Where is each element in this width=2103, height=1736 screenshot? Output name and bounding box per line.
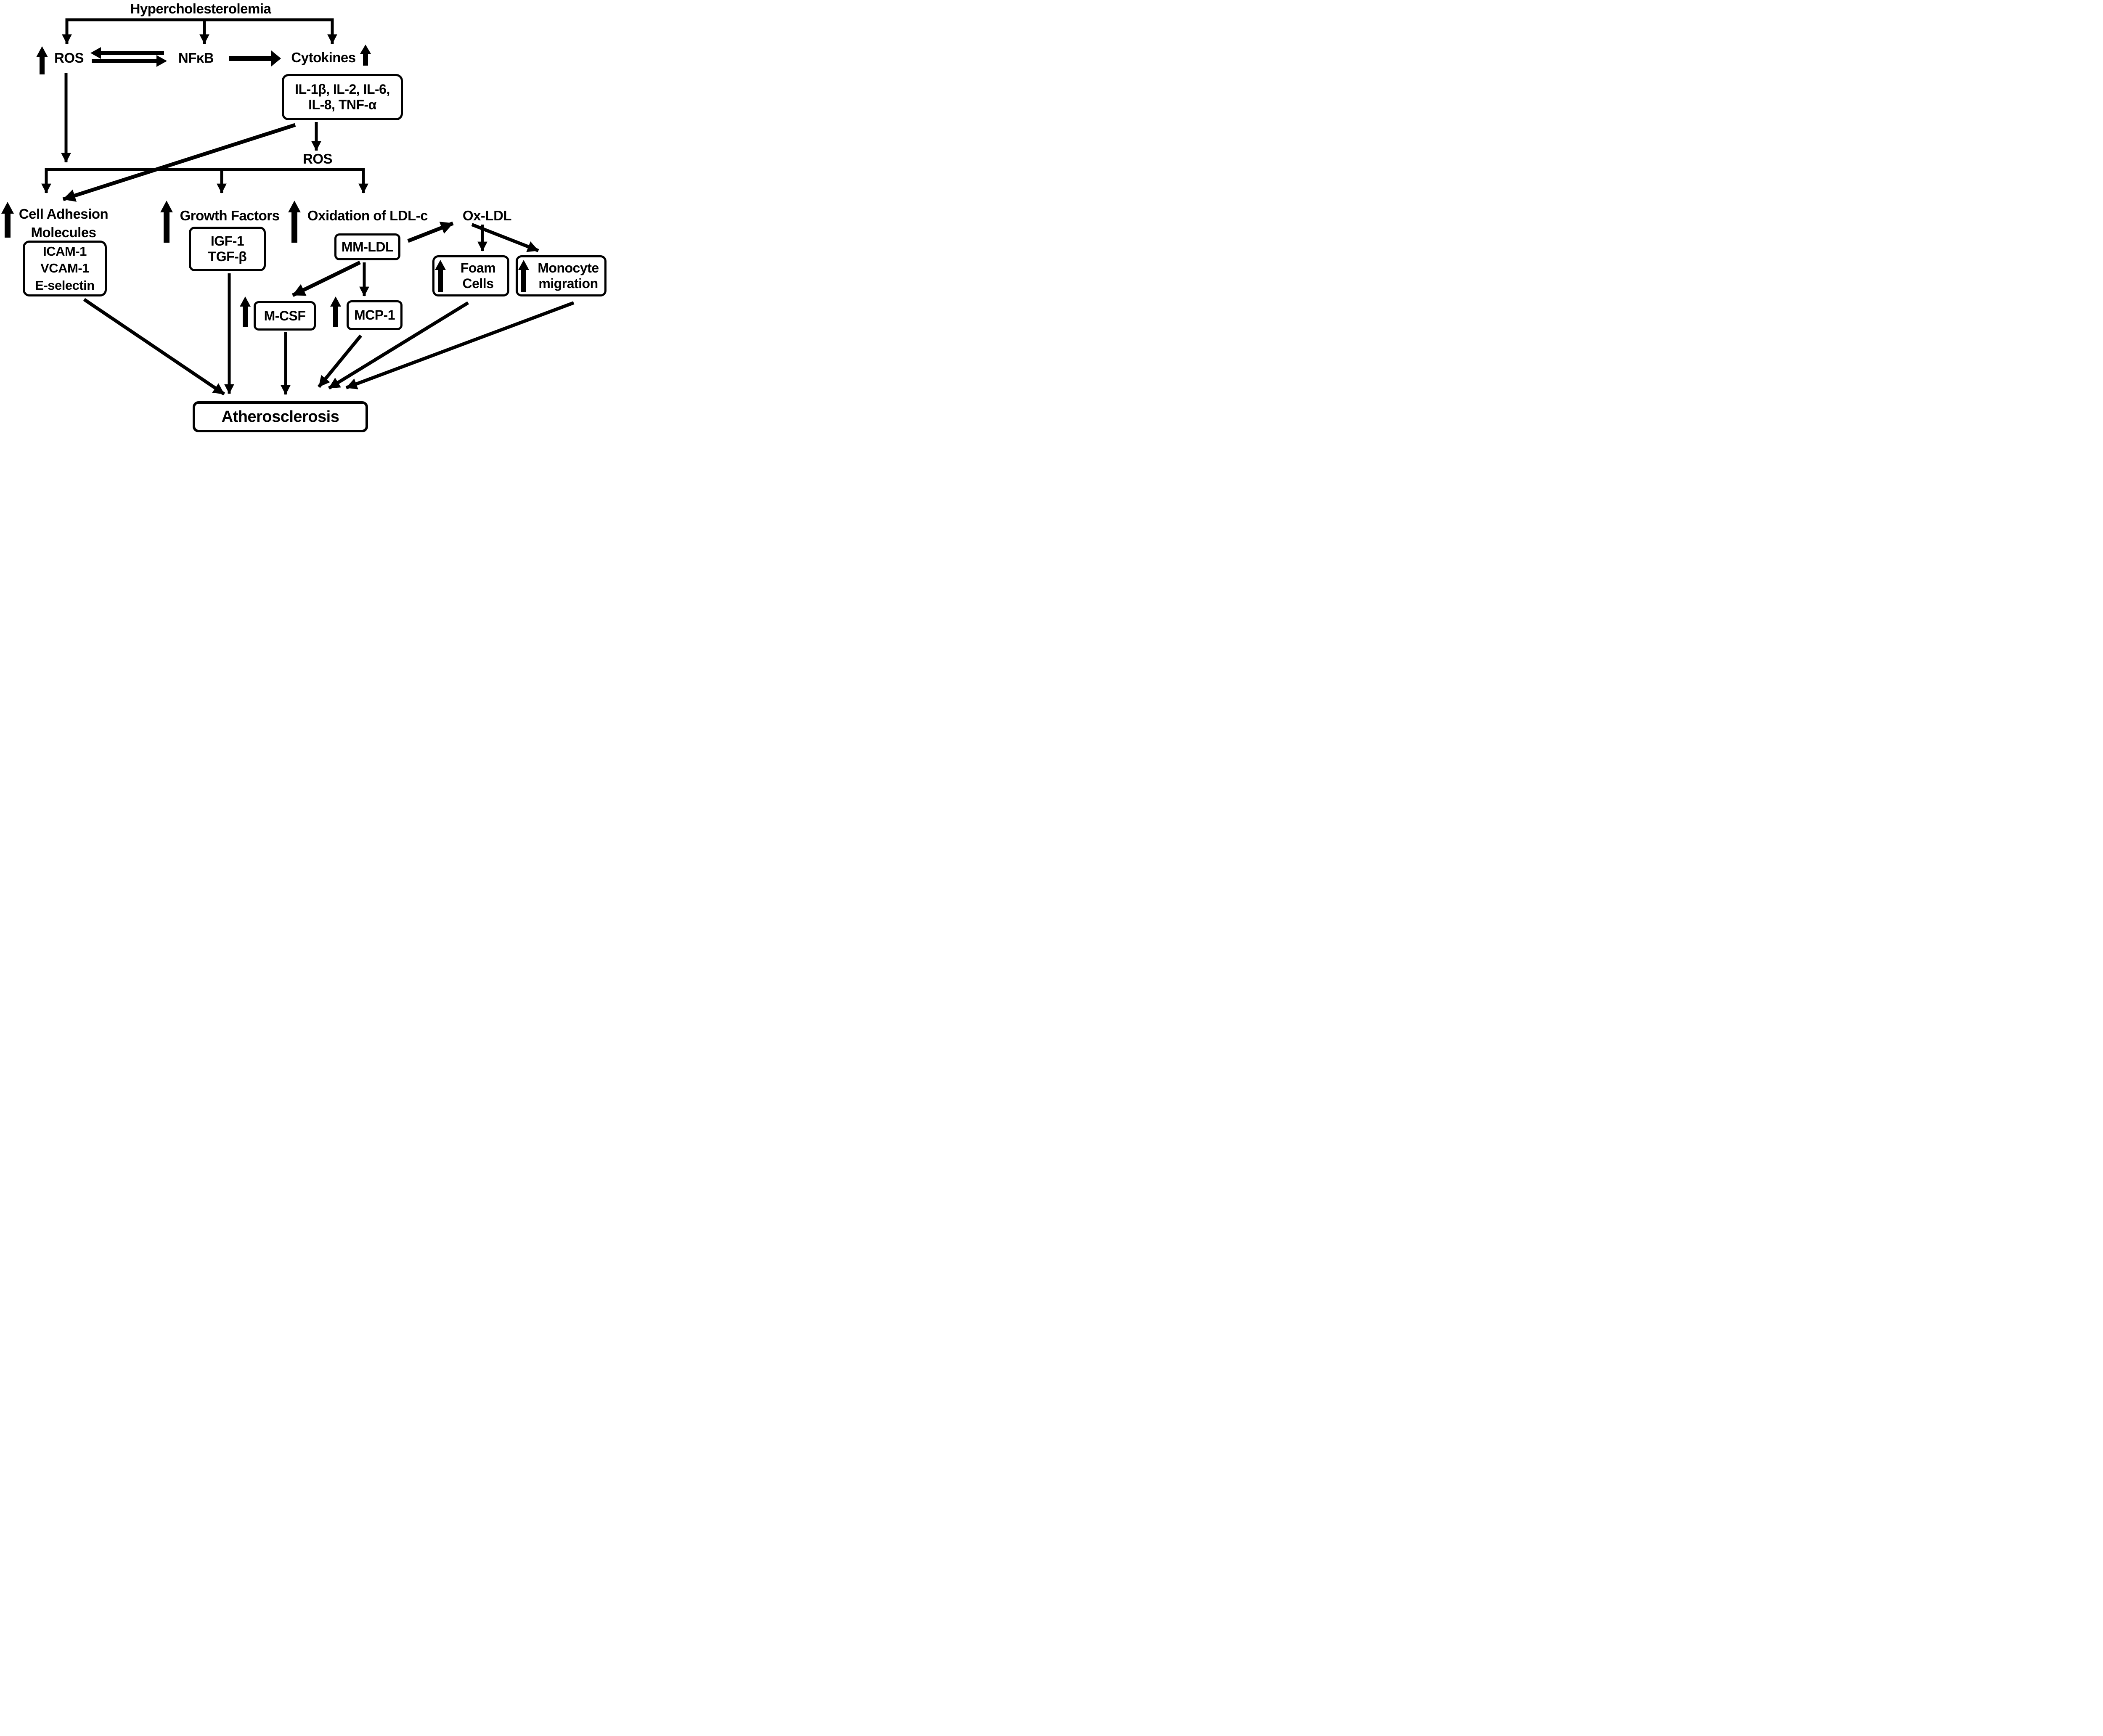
box-growth-factors: IGF-1 TGF-β	[189, 227, 266, 271]
box-mcp-1: MCP-1	[347, 300, 403, 330]
box-interleukins: IL-1β, IL-2, IL-6, IL-8, TNF-α	[282, 74, 403, 120]
increase-arrow-icon-oxidation	[288, 201, 301, 243]
adhesion-line1: ICAM-1	[43, 244, 87, 259]
arrow-mmldl-to-mcsf	[292, 260, 361, 297]
increase-arrow-icon-foam-cells	[435, 260, 446, 292]
increase-arrow-icon-mcp1	[330, 296, 341, 327]
box-mm-ldl: MM-LDL	[334, 233, 400, 260]
arrow-ros-to-nfkb	[92, 55, 167, 67]
monocyte-line1: Monocyte	[538, 260, 599, 275]
arrow-nfkb-to-cytokines	[229, 50, 281, 66]
growth-line2: TGF-β	[208, 249, 247, 264]
monocyte-line2: migration	[538, 276, 598, 291]
foam-line1: Foam	[460, 260, 496, 275]
interleukins-line1: IL-1β, IL-2, IL-6,	[295, 82, 390, 97]
mcp-1-text: MCP-1	[354, 307, 395, 323]
arrow-nfkb-to-ros	[90, 47, 164, 59]
arrow-interleukins-to-cell-adhesion	[62, 123, 296, 202]
arrow-adhesion-to-athero	[83, 298, 225, 396]
box-m-csf: M-CSF	[254, 301, 316, 331]
arrow-mmldl-to-oxldl	[407, 221, 454, 243]
label-cytokines: Cytokines	[291, 50, 356, 65]
adhesion-line2: VCAM-1	[40, 261, 89, 276]
increase-arrow-icon-ros	[36, 46, 48, 74]
label-growth-factors: Growth Factors	[180, 208, 280, 223]
arrow-monocyte-to-athero	[345, 301, 575, 389]
increase-arrow-icon-cytokines	[360, 45, 371, 66]
increase-arrow-icon-mcsf	[240, 296, 251, 327]
arrow-oxldl-to-monocyte	[471, 223, 539, 252]
atherosclerosis-text: Atherosclerosis	[221, 408, 339, 426]
box-foam-cells: Foam Cells	[432, 255, 509, 296]
arrow-mcp1-to-athero	[317, 334, 363, 388]
box-adhesion-molecules: ICAM-1 VCAM-1 E-selectin	[23, 241, 107, 296]
label-nfkb: NFκB	[178, 50, 214, 66]
mm-ldl-text: MM-LDL	[341, 239, 394, 254]
arrow-foam-to-athero	[328, 301, 469, 390]
pathway-diagram: Hypercholesterolemia ROS NFκB Cytokines …	[0, 0, 607, 434]
connector-layer	[1, 18, 575, 396]
label-ox-ldl: Ox-LDL	[462, 208, 512, 223]
label-cell-adhesion: Cell Adhesion Molecules	[19, 205, 109, 242]
foam-line2: Cells	[462, 276, 494, 291]
adhesion-line3: E-selectin	[35, 278, 95, 293]
box-atherosclerosis: Atherosclerosis	[193, 401, 368, 432]
label-ros-top: ROS	[54, 50, 84, 66]
increase-arrow-icon-cell-adhesion	[1, 202, 14, 238]
growth-line1: IGF-1	[210, 233, 244, 249]
label-cell-adhesion-line1: Cell Adhesion	[19, 206, 109, 222]
increase-arrow-icon-growth-factors	[160, 201, 173, 243]
increase-arrow-icon-monocyte	[518, 260, 529, 292]
label-oxidation-ldl: Oxidation of LDL-c	[307, 208, 428, 223]
title-hypercholesterolemia: Hypercholesterolemia	[130, 1, 271, 16]
box-monocyte-migration: Monocyte migration	[516, 255, 607, 296]
interleukins-line2: IL-8, TNF-α	[308, 97, 376, 112]
label-ros-mid: ROS	[302, 151, 333, 167]
m-csf-text: M-CSF	[264, 308, 306, 323]
label-cell-adhesion-line2: Molecules	[31, 224, 96, 240]
